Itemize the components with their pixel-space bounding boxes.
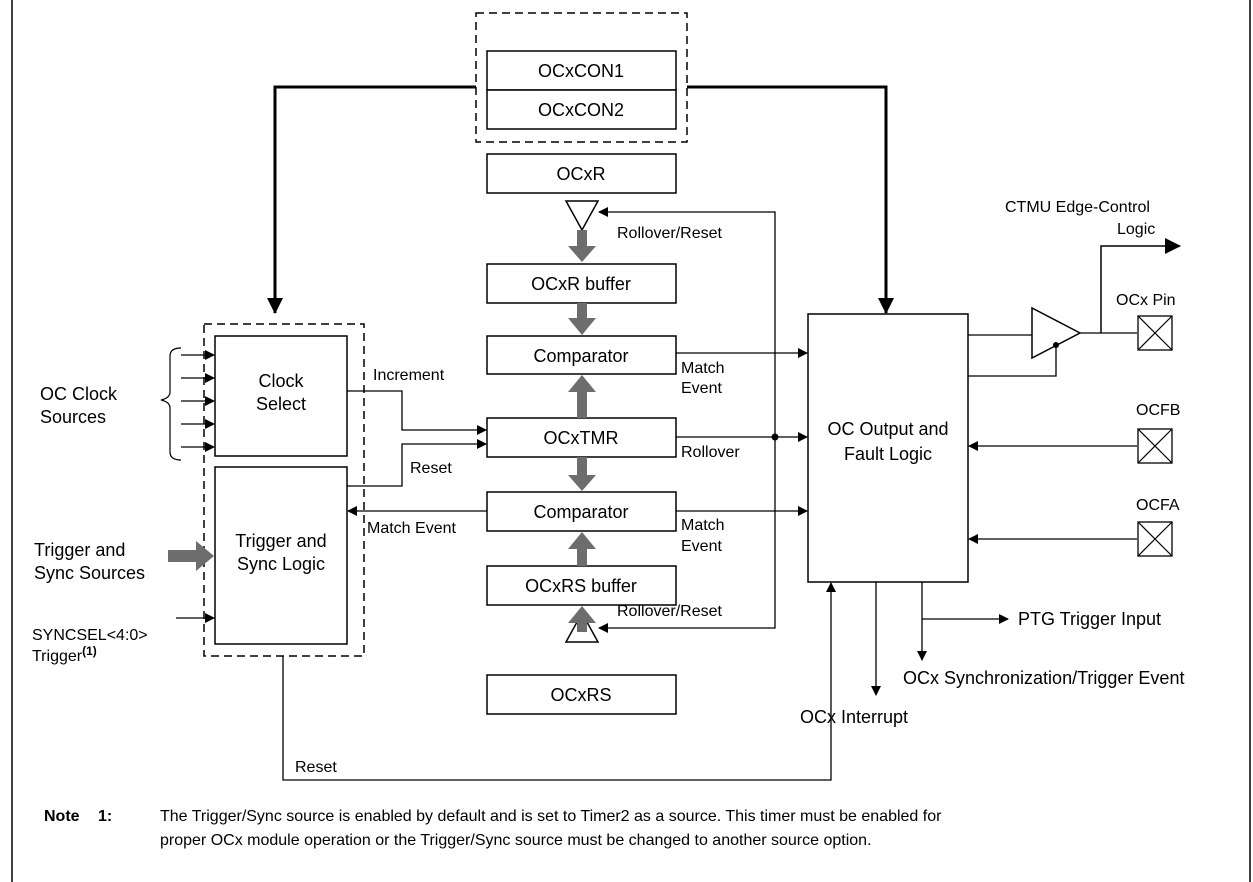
data-arrow-rs-to-buffer <box>577 622 587 632</box>
ocxr-buffer-label: OCxR buffer <box>531 274 631 294</box>
ocxrs-buffer-label: OCxRS buffer <box>525 576 637 596</box>
ocfb-pin-icon <box>1137 428 1173 464</box>
rollover-reset-top-label: Rollover/Reset <box>617 225 722 242</box>
oc-output-fault-logic-block <box>807 313 969 583</box>
data-arrow-tmr-to-comp-bottom <box>577 457 587 477</box>
ocfa-pin-icon <box>1137 521 1173 557</box>
rollover-reset-feedback-bottom-line <box>598 437 776 633</box>
increment-line <box>347 390 487 435</box>
reset-to-tmr-label: Reset <box>410 460 452 477</box>
rollover-label: Rollover <box>681 444 740 461</box>
ocfa-label: OCFA <box>1136 497 1180 514</box>
ocxcon1-label: OCxCON1 <box>538 61 624 81</box>
reset-to-tmr-line <box>347 439 487 487</box>
ocxr-load-gate <box>564 200 600 232</box>
comparator-bottom <box>486 491 677 532</box>
trigger-sources-arrow-head <box>196 541 214 571</box>
oc-output-fault-line2: Fault Logic <box>844 444 932 464</box>
clock-select-line2: Select <box>256 394 306 414</box>
match-event-bottom-line1: Match <box>681 517 725 534</box>
ocxr-register <box>486 153 677 194</box>
comparator-bottom-label: Comparator <box>533 502 628 522</box>
syncsel-label: SYNCSEL<4:0> <box>32 627 148 644</box>
note-line-2: proper OCx module operation or the Trigg… <box>160 832 872 849</box>
ocxrs-label: OCxRS <box>550 685 611 705</box>
reset-bottom-label: Reset <box>295 759 337 776</box>
ocx-pin-icon <box>1137 315 1173 351</box>
clock-source-inputs <box>181 350 215 452</box>
note-number: 1: <box>98 808 112 825</box>
data-arrow-ocxr-to-buffer-head <box>568 246 596 262</box>
oc-clock-sources-line2: Sources <box>40 407 106 427</box>
data-arrow-tmr-to-comp-bottom-head <box>568 475 596 491</box>
trigger-sync-logic-line2: Sync Logic <box>237 554 325 574</box>
trigger-sync-sources-line1: Trigger and <box>34 540 125 560</box>
data-arrow-rsbuffer-to-comp-head <box>568 532 596 549</box>
clock-select-line1: Clock <box>258 371 304 391</box>
data-arrow-tmr-to-comp-top <box>577 391 587 418</box>
data-path-arrows <box>568 230 596 632</box>
data-arrow-buffer-to-comparator-head <box>568 318 596 335</box>
trigger-sync-sources-line2: Sync Sources <box>34 563 145 583</box>
trigger-note-ref: (1) <box>82 644 97 658</box>
ptg-trigger-label: PTG Trigger Input <box>1018 609 1161 629</box>
data-arrow-tmr-to-comp-top-head <box>568 375 596 392</box>
driver-enable-line <box>968 345 1057 377</box>
clock-select-block <box>214 335 348 457</box>
trigger-sources-arrow-body <box>168 550 198 562</box>
ctmu-line1: CTMU Edge-Control <box>1005 199 1150 216</box>
rollover-reset-feedback-line <box>598 207 776 437</box>
rollover-reset-bottom-label: Rollover/Reset <box>617 603 722 620</box>
clock-trigger-group <box>203 323 365 657</box>
data-arrow-rsbuffer-to-comp <box>577 548 587 566</box>
ocxcon2-label: OCxCON2 <box>538 100 624 120</box>
ocxr-buffer-register <box>486 263 677 304</box>
data-arrow-rs-to-buffer-head <box>568 606 596 623</box>
driver-enable-dot <box>1053 342 1059 348</box>
ocxr-label: OCxR <box>557 164 606 184</box>
data-arrow-buffer-to-comparator <box>577 303 587 319</box>
match-event-top-line1: Match <box>681 360 725 377</box>
con-to-output-logic-line <box>687 85 894 314</box>
ocxrs-buffer-register <box>486 565 677 606</box>
ocx-interrupt-label: OCx Interrupt <box>800 707 908 727</box>
match-event-bottom-line2: Event <box>681 538 722 555</box>
ocxrs-register <box>486 674 677 715</box>
note-line-1: The Trigger/Sync source is enabled by de… <box>160 808 942 825</box>
ocxtmr-label: OCxTMR <box>544 428 619 448</box>
ocxcon1-register <box>486 50 677 91</box>
control-registers-group <box>475 12 688 143</box>
ctmu-output-line <box>1100 238 1181 333</box>
increment-label: Increment <box>373 367 445 384</box>
comparator-top-label: Comparator <box>533 346 628 366</box>
oc-clock-sources-line1: OC Clock <box>40 384 118 404</box>
data-arrow-ocxr-to-buffer <box>577 230 587 248</box>
con-to-clock-select-line <box>267 85 476 314</box>
ocx-sync-event-label: OCx Synchronization/Trigger Event <box>903 668 1184 688</box>
match-event-left-label: Match Event <box>367 520 456 537</box>
comparator-top <box>486 335 677 375</box>
note-label: Note <box>44 808 80 825</box>
reset-bottom-line <box>282 582 836 781</box>
ocxcon2-register <box>486 89 677 130</box>
clock-sources-brace <box>160 347 182 461</box>
trigger-note-label: Trigger(1) <box>32 644 97 665</box>
trigger-sync-logic-block <box>214 466 348 645</box>
ctmu-line2: Logic <box>1117 221 1155 238</box>
match-event-top-line2: Event <box>681 380 722 397</box>
trigger-sync-logic-line1: Trigger and <box>235 531 326 551</box>
ocx-pin-label: OCx Pin <box>1116 292 1176 309</box>
oc-output-fault-line1: OC Output and <box>827 419 948 439</box>
ocfb-label: OCFB <box>1136 402 1180 419</box>
trigger-note-text: Trigger <box>32 648 83 665</box>
